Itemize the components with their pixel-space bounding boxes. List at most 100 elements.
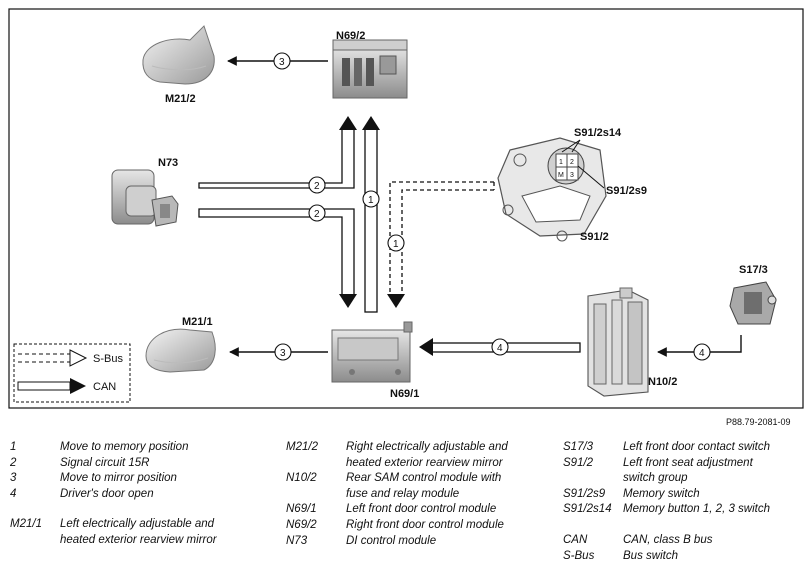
line-legend — [13, 343, 131, 403]
legend-can: CAN — [93, 381, 116, 393]
key-code: S91/2 — [563, 456, 594, 469]
switch-mark-2: 2 — [570, 159, 574, 166]
key-text: Bus switch — [623, 549, 678, 562]
key-code: 4 — [10, 487, 17, 500]
key-code: S91/2s9 — [563, 487, 606, 500]
mirror-m21-1-icon — [145, 328, 216, 373]
sbus-line — [389, 181, 495, 296]
label-m21-2: M21/2 — [165, 93, 196, 105]
label-n10-2: N10/2 — [648, 376, 677, 388]
key-text: Memory button 1, 2, 3 switch — [623, 503, 771, 516]
figure-reference: P88.79-2081-09 — [726, 417, 791, 427]
callout-1-can: 1 — [368, 195, 374, 206]
can-arrowheads — [339, 116, 433, 356]
key-code: 3 — [10, 472, 17, 485]
key-row: S91/2s9 Memory switch — [563, 487, 770, 503]
fuse-module-n10-2-icon — [587, 287, 649, 397]
label-s91-2: S91/2 — [580, 231, 609, 243]
key-row: M21/1 Left electrically adjustable and — [10, 517, 217, 533]
key-row: CAN CAN, class B bus — [563, 533, 770, 549]
callout-4-mid: 4 — [497, 343, 503, 354]
callout-2-upper: 2 — [314, 181, 320, 192]
key-row: fuse and relay module — [286, 487, 508, 503]
key-text: Right front door control module — [346, 518, 504, 531]
key-text: heated exterior rearview mirror — [346, 456, 503, 469]
key-text: Signal circuit 15R — [60, 456, 150, 469]
key-code: 1 — [10, 441, 17, 453]
key-text: Driver's door open — [60, 487, 154, 500]
diagram-frame — [8, 8, 804, 409]
key-text: Move to memory position — [60, 441, 189, 453]
key-row: S91/2s14 Memory button 1, 2, 3 switch — [563, 502, 770, 518]
key-code: CAN — [563, 533, 588, 546]
callout-1-sbus: 1 — [393, 239, 399, 250]
arrow-s17-to-n10 — [657, 335, 742, 357]
door-switch-s17-3-icon — [729, 281, 777, 325]
key-column-2: M21/2 Right electrically adjustable and h… — [286, 440, 508, 549]
key-text: CAN, class B bus — [623, 533, 713, 546]
key-row: S91/2 Left front seat adjustment — [563, 456, 770, 472]
label-s17-3: S17/3 — [739, 264, 768, 276]
key-code: S17/3 — [563, 441, 594, 453]
callouts — [273, 52, 711, 361]
key-row: S-Bus Bus switch — [563, 549, 770, 565]
sbus-arrowhead — [387, 294, 405, 308]
callout-2-lower: 2 — [314, 209, 320, 220]
key-text: fuse and relay module — [346, 487, 460, 500]
key-row: N69/1 Left front door control module — [286, 502, 508, 518]
legend-sbus: S-Bus — [93, 353, 123, 365]
key-code: N69/2 — [286, 518, 317, 531]
label-s91-2s9: S91/2s9 — [606, 185, 647, 197]
key-text: Left front door contact switch — [623, 441, 771, 453]
key-row: heated exterior rearview mirror — [286, 456, 508, 472]
key-column-1: 1 Move to memory position 2 Signal circuit… — [10, 440, 217, 549]
mirror-m21-2-icon — [142, 25, 215, 85]
module-n69-2-icon — [332, 39, 408, 99]
label-n73: N73 — [158, 157, 178, 169]
key-row: switch group — [563, 471, 770, 487]
key-code: N73 — [286, 534, 308, 547]
callout-3-bottom: 3 — [280, 348, 286, 359]
key-row: 2 Signal circuit 15R — [10, 456, 217, 472]
key-code: N10/2 — [286, 472, 317, 485]
key-row: 4 Driver's door open — [10, 487, 217, 503]
key-text: Memory switch — [623, 487, 700, 500]
key-row: N69/2 Right front door control module — [286, 518, 508, 534]
key-text: heated exterior rearview mirror — [60, 533, 217, 546]
key-text: DI control module — [346, 534, 437, 547]
key-text: Rear SAM control module with — [346, 472, 502, 485]
key-code: S-Bus — [563, 549, 595, 562]
key-text: Move to mirror position — [60, 472, 177, 485]
key-row: N73 DI control module — [286, 534, 508, 550]
label-n69-2: N69/2 — [336, 30, 365, 42]
label-s91-2s14: S91/2s14 — [574, 127, 622, 139]
key-row: 1 Move to memory position — [10, 440, 217, 456]
key-column-3: S17/3 Left front door contact switch S91/… — [563, 440, 770, 564]
label-n69-1: N69/1 — [390, 388, 419, 400]
callout-3-top: 3 — [279, 57, 285, 68]
ignition-n73-icon — [111, 169, 179, 227]
key-row: 3 Move to mirror position — [10, 471, 217, 487]
key-code: N69/1 — [286, 503, 317, 516]
key-code: M21/2 — [286, 441, 318, 453]
key-row: M21/2 Right electrically adjustable and — [286, 440, 508, 456]
label-m21-1: M21/1 — [182, 316, 213, 328]
key-text: switch group — [623, 472, 688, 485]
key-row: S17/3 Left front door contact switch — [563, 440, 770, 456]
key-text: Left front seat adjustment — [623, 456, 753, 469]
module-n69-1-icon — [331, 321, 413, 383]
key-text: Left electrically adjustable and — [60, 518, 215, 531]
key-code: M21/1 — [10, 518, 42, 531]
key-row: N10/2 Rear SAM control module with — [286, 471, 508, 487]
key-text: Left front door control module — [346, 503, 497, 516]
switch-mark-m: M — [558, 172, 564, 179]
key-code: 2 — [10, 456, 17, 469]
seat-switch-s91-2-icon — [497, 137, 607, 242]
callout-4-right: 4 — [699, 348, 705, 359]
key-text: Right electrically adjustable and — [346, 441, 508, 453]
switch-mark-3: 3 — [570, 172, 574, 179]
key-code: S91/2s14 — [563, 503, 612, 516]
switch-mark-1: 1 — [559, 159, 563, 166]
key-row: heated exterior rearview mirror — [10, 533, 217, 549]
